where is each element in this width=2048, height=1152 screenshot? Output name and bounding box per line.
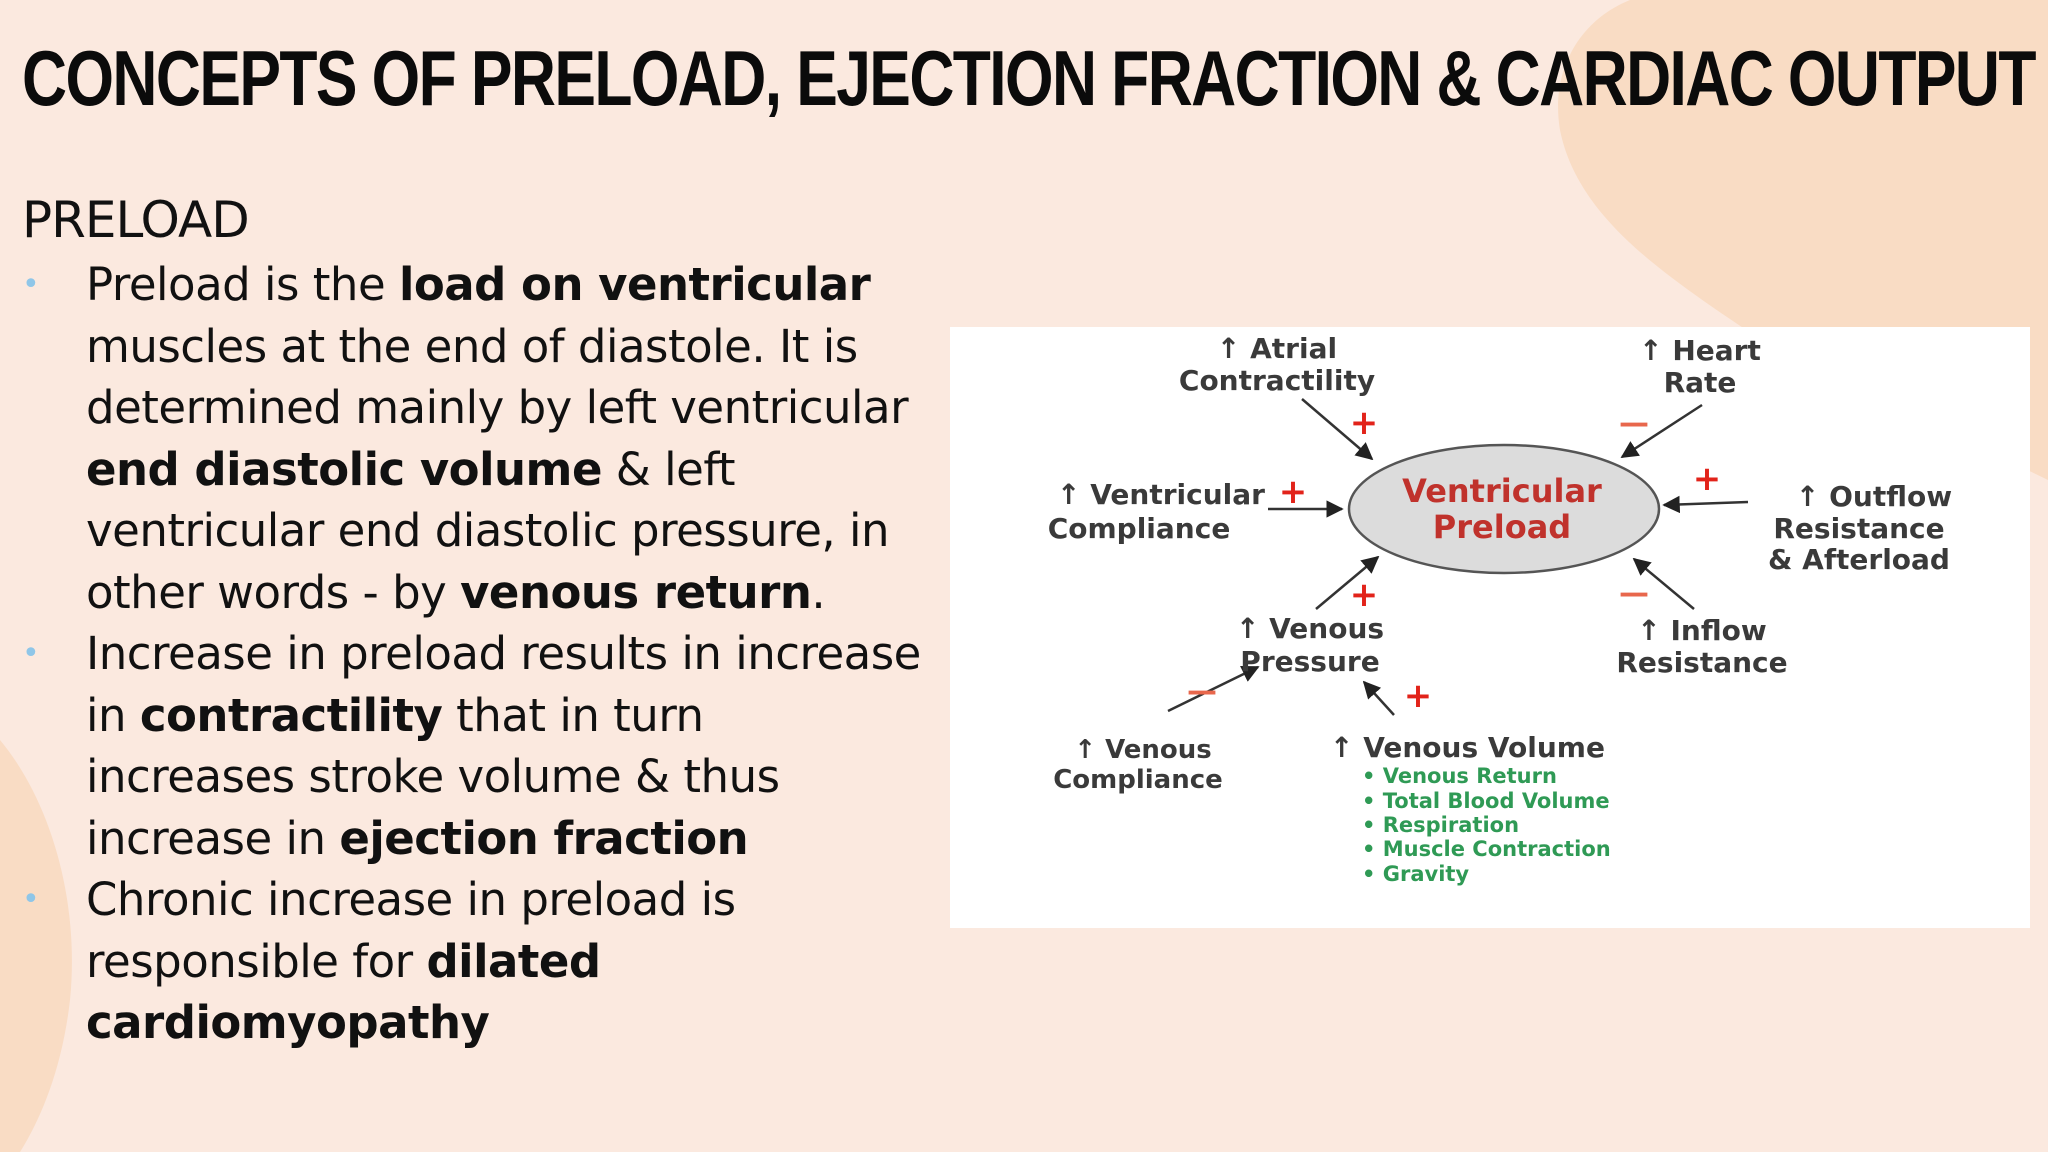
bullet-text: Chronic increase in preload is responsib…: [86, 873, 736, 988]
heart-rate-label: ↑ Heart: [1639, 334, 1761, 367]
arrow-outflow-to-preload: [1662, 495, 1749, 514]
arrow-inflow-to-preload: [1632, 557, 1695, 610]
up-arrow: ↑: [1217, 332, 1240, 365]
venous-pressure-label: Pressure: [1240, 645, 1379, 678]
label-text: Atrial: [1250, 332, 1337, 365]
bullet-text: Increase in preload results in increase …: [86, 627, 921, 742]
venous-compliance-label: Compliance: [1053, 765, 1223, 795]
bullet-emphasis: ejection fraction: [339, 811, 749, 865]
atrial-contractility-label: ↑ Atrial: [1217, 332, 1337, 365]
venous-volume-item-text: Respiration: [1383, 813, 1519, 837]
sign-minus: —: [1187, 674, 1217, 709]
bullet-text: & left ventricular end diastolic pressur…: [86, 442, 890, 619]
sign-minus: —: [1619, 576, 1649, 611]
arrow-atrial-to-preload: [1301, 398, 1374, 461]
up-arrow: ↑: [1330, 731, 1353, 764]
bullet-item: • Preload is the load on ventricular musc…: [22, 254, 922, 623]
venous-volume-item-text: Total Blood Volume: [1383, 789, 1610, 813]
label-text: Venous Volume: [1363, 731, 1605, 764]
arrow-venous-pressure-to-preload: [1315, 555, 1380, 610]
arrow-venous-volume-to-venous-pressure: [1362, 680, 1395, 716]
heart-rate-label: Rate: [1664, 366, 1737, 399]
venous-volume-item-text: Muscle Contraction: [1383, 837, 1611, 861]
slide-title: CONCEPTS OF PRELOAD, EJECTION FRACTION &…: [22, 34, 2036, 122]
bullet-emphasis: venous return: [460, 565, 812, 619]
bullet-text: that in turn increases stroke volume & t…: [86, 688, 780, 865]
bullet-dot: •: [22, 267, 40, 302]
bullet-text: .: [811, 565, 826, 619]
sign-plus: +: [1350, 403, 1379, 443]
ventricular-compliance-label: Compliance: [1048, 512, 1231, 545]
venous-volume-label: ↑ Venous Volume: [1330, 731, 1605, 764]
center-label: Preload: [1433, 508, 1571, 546]
venous-volume-item: • Total Blood Volume: [1362, 789, 1610, 813]
bullet-emphasis: contractility: [139, 688, 443, 742]
venous-volume-item: • Muscle Contraction: [1362, 837, 1611, 861]
sign-plus: +: [1404, 676, 1433, 716]
ventricular-preload-ellipse: [1347, 443, 1661, 575]
inflow-resistance-label: Resistance: [1616, 646, 1787, 679]
bullet-item: • Chronic increase in preload is responsi…: [22, 869, 922, 1054]
label-text: Ventricular: [1090, 478, 1265, 511]
up-arrow: ↑: [1637, 614, 1660, 647]
venous-compliance-label: ↑ Venous: [1074, 735, 1212, 765]
inflow-resistance-label: ↑ Inflow: [1637, 614, 1766, 647]
up-arrow: ↑: [1057, 478, 1080, 511]
bullet-text: muscles at the end of diastole. It is de…: [86, 319, 909, 435]
arrow-venous-compliance-to-venous-pressure: [1167, 665, 1260, 713]
bullet-emphasis: end diastolic volume: [86, 442, 602, 496]
preload-diagram-svg: + — + + + — — + Ventricular Preload ↑ At…: [1048, 332, 1952, 886]
label-text: Venous: [1105, 735, 1212, 765]
venous-volume-item: • Gravity: [1362, 862, 1469, 886]
bullet-dot: •: [22, 636, 40, 671]
bullet-item: • Increase in preload results in increase…: [22, 623, 922, 869]
center-label: Ventricular: [1402, 472, 1602, 510]
up-arrow: ↑: [1796, 480, 1819, 513]
bullet-text: Preload is the: [86, 258, 399, 311]
venous-volume-item-text: Gravity: [1383, 862, 1470, 886]
venous-volume-item-text: Venous Return: [1383, 764, 1557, 788]
bullet-emphasis: dilated cardiomyopathy: [86, 934, 601, 1050]
venous-pressure-label: ↑ Venous: [1236, 612, 1384, 645]
up-arrow: ↑: [1236, 612, 1259, 645]
label-text: Outflow: [1829, 480, 1952, 513]
up-arrow: ↑: [1639, 334, 1662, 367]
outflow-resistance-label: Resistance: [1773, 512, 1944, 545]
label-text: Heart: [1672, 334, 1761, 367]
bullet-emphasis: load on ventricular: [398, 258, 871, 311]
sign-plus: +: [1693, 459, 1722, 499]
venous-volume-item: • Venous Return: [1362, 764, 1557, 788]
atrial-contractility-label: Contractility: [1179, 364, 1375, 397]
ventricular-compliance-label: ↑ Ventricular: [1057, 478, 1265, 511]
up-arrow: ↑: [1074, 735, 1096, 765]
sign-minus: —: [1619, 406, 1649, 441]
sign-plus: +: [1350, 575, 1379, 615]
outflow-resistance-label: & Afterload: [1768, 543, 1950, 576]
preload-diagram: + — + + + — — + Ventricular Preload ↑ At…: [950, 327, 2030, 928]
sign-plus: +: [1279, 472, 1308, 512]
bullet-list: • Preload is the load on ventricular musc…: [22, 254, 922, 1054]
venous-volume-item: • Respiration: [1362, 813, 1519, 837]
arrow-heart-rate-to-preload: [1620, 403, 1703, 459]
label-text: Inflow: [1671, 614, 1767, 647]
section-heading: PRELOAD: [22, 191, 250, 249]
bullet-dot: •: [22, 882, 40, 917]
outflow-resistance-label: ↑ Outflow: [1796, 480, 1952, 513]
label-text: Venous: [1269, 612, 1384, 645]
